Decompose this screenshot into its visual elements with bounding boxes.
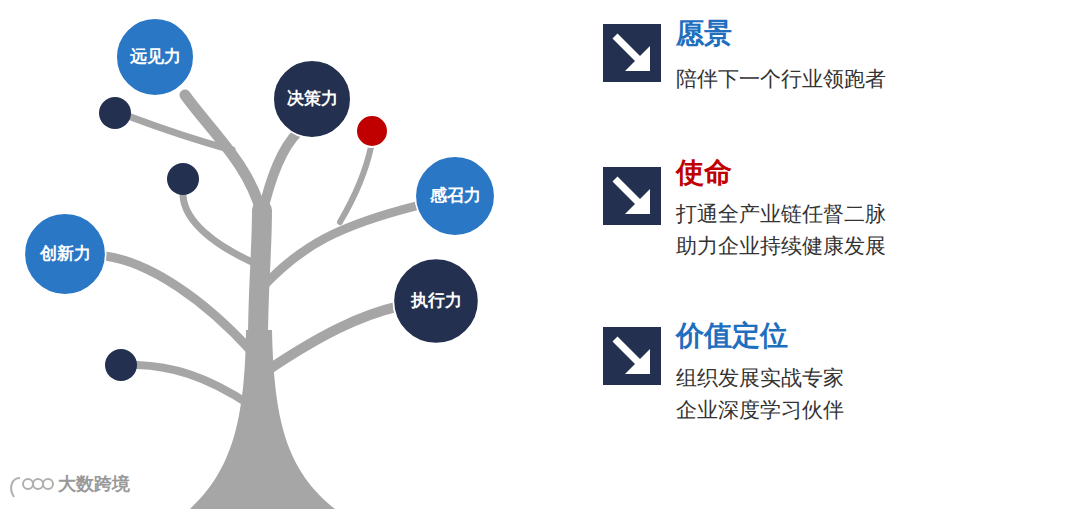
circle-text-group: 感召力 — [430, 186, 481, 206]
circle-text-group: 执行力 — [411, 291, 462, 311]
trunk-upper — [258, 210, 262, 340]
circle-text-group: 决策力 — [287, 89, 338, 109]
circle-fill — [273, 60, 351, 138]
section-body: 陪伴下一个行业领跑者 — [676, 63, 886, 95]
trait-circle: 创新力 — [23, 212, 107, 296]
branch — [185, 95, 262, 215]
circle-label: 决策力 — [287, 89, 338, 109]
branch — [183, 196, 252, 262]
circle-text-group: 远见力 — [130, 47, 181, 67]
circle-fill — [116, 18, 194, 96]
circle-text-group: 创新力 — [40, 244, 91, 264]
section-heading: 愿景 — [676, 16, 732, 51]
section-heading: 价值定位 — [676, 318, 788, 353]
branch — [340, 147, 371, 222]
circle-label: 执行力 — [411, 291, 462, 311]
watermark: 大数跨境 — [58, 474, 130, 496]
section-body: 打通全产业链任督二脉 助力企业持续健康发展 — [676, 198, 936, 261]
trait-circle: 感召力 — [414, 155, 496, 237]
branch — [105, 256, 252, 352]
trait-circle: 决策力 — [272, 59, 352, 139]
branch — [128, 116, 232, 150]
circle-label: 远见力 — [130, 47, 181, 67]
branch-dot — [105, 349, 137, 381]
branch-dot — [356, 115, 388, 147]
section-heading: 使命 — [676, 155, 732, 190]
trait-circle: 远见力 — [115, 17, 195, 97]
circle-fill — [393, 258, 478, 343]
branch — [262, 132, 298, 215]
circle-fill — [24, 213, 105, 294]
circle-label: 创新力 — [40, 244, 91, 264]
section-body: 组织发展实战专家 企业深度学习伙伴 — [676, 362, 936, 425]
trait-circle: 执行力 — [392, 257, 480, 345]
trunk — [190, 330, 335, 509]
circle-fill — [415, 156, 495, 236]
branch — [137, 365, 250, 405]
arrow-icon — [603, 24, 661, 82]
circle-label: 感召力 — [430, 186, 481, 206]
watermark-logo — [11, 478, 53, 497]
arrow-icon — [603, 167, 661, 225]
branch-dot — [99, 97, 131, 129]
branch — [265, 306, 400, 372]
arrow-icon — [603, 327, 661, 385]
branch-dot — [167, 163, 199, 195]
